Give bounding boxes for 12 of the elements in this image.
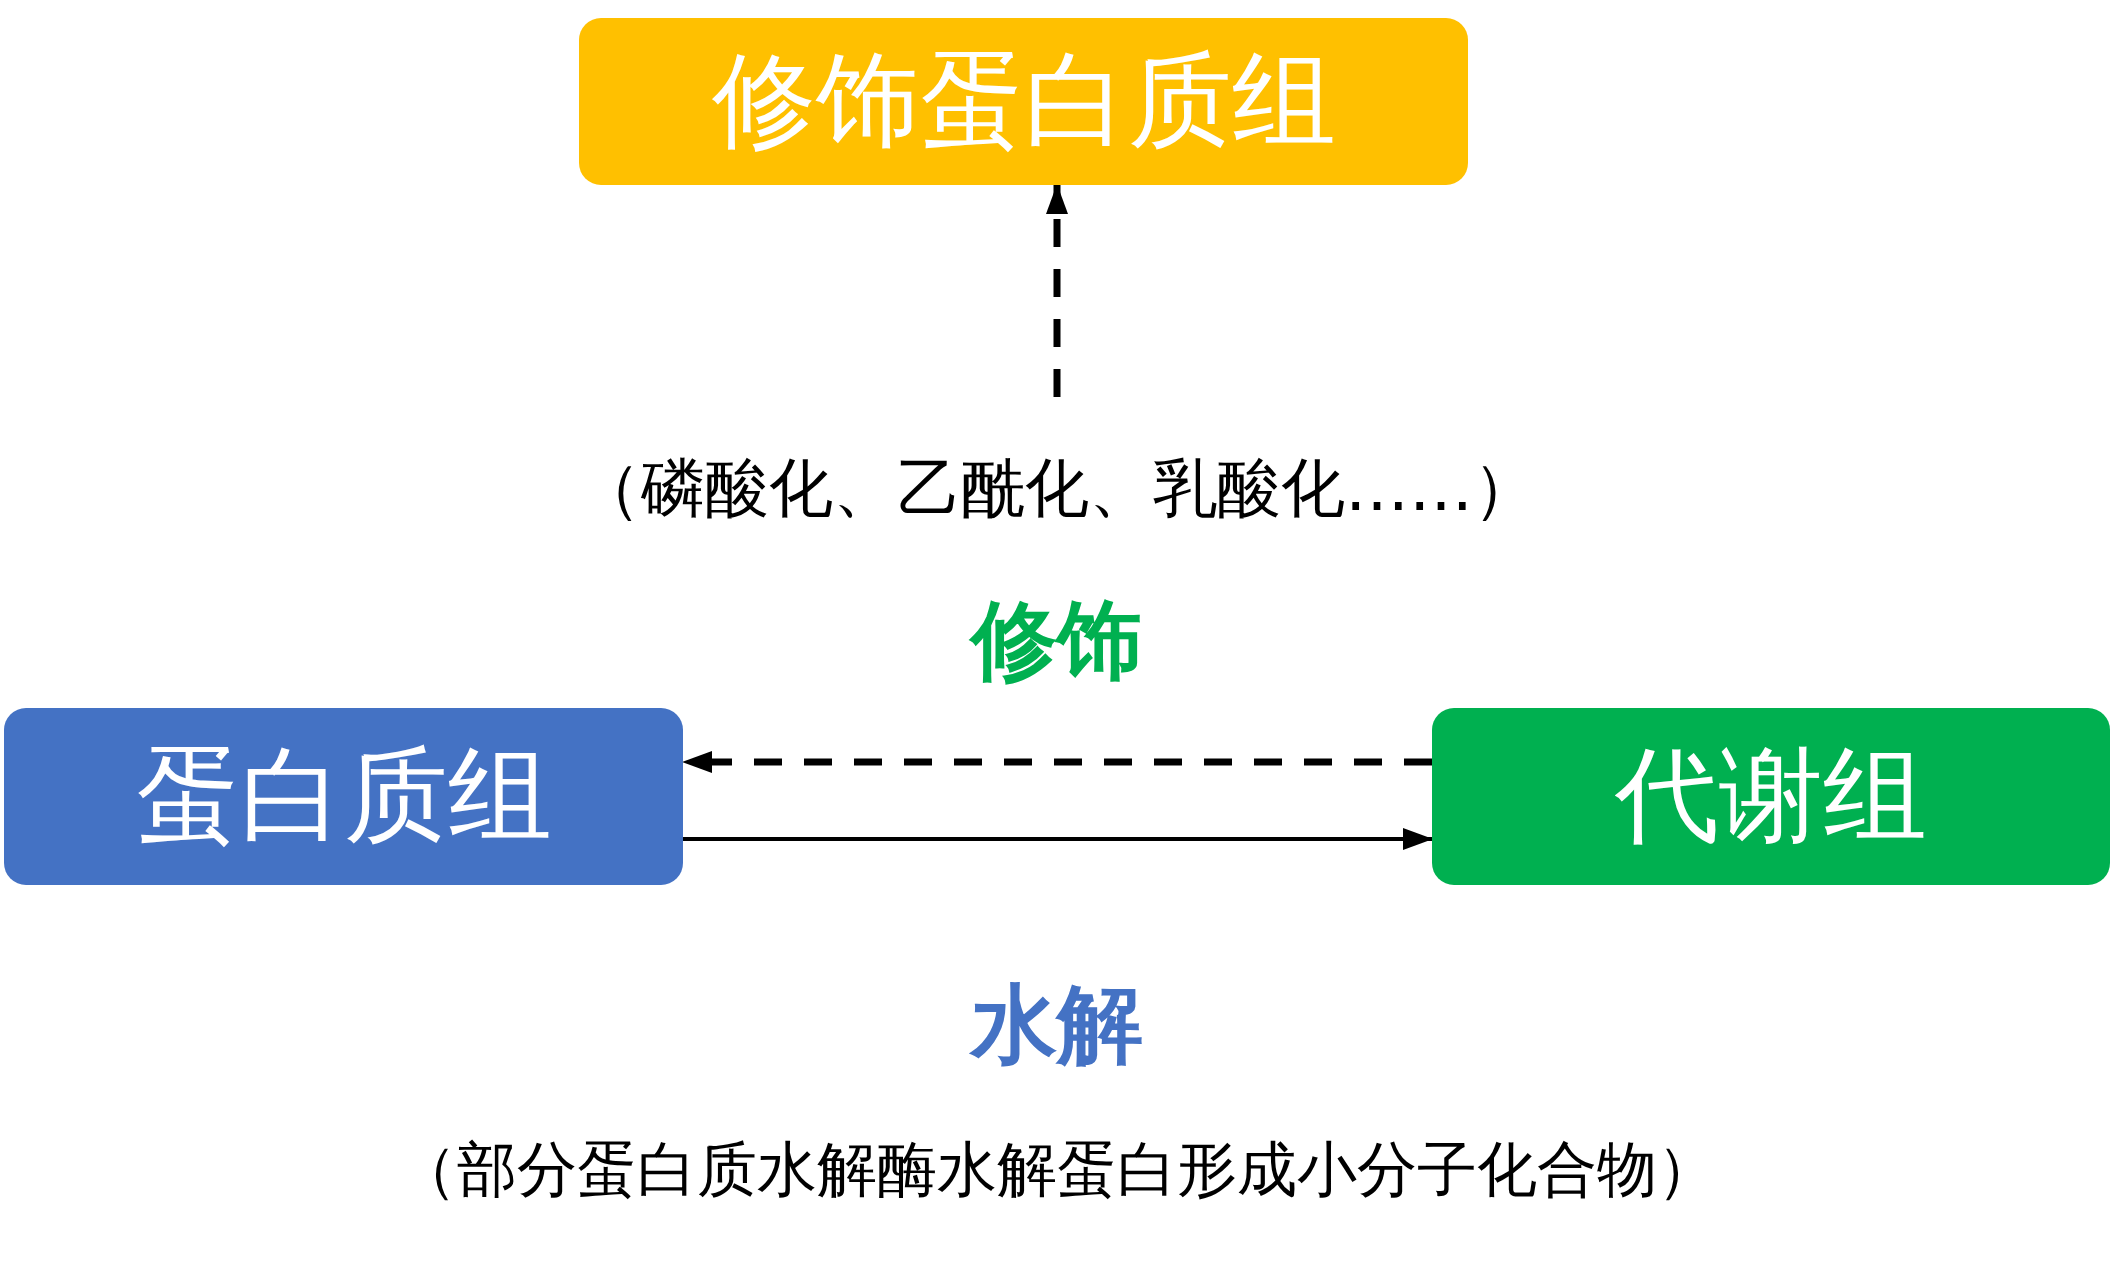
rounded-box xyxy=(579,18,1468,185)
edge-label: 修饰 xyxy=(971,592,1143,688)
note-text: （部分蛋白质水解酶水解蛋白形成小分子化合物） xyxy=(397,1136,1717,1202)
box-title: 蛋白质组 xyxy=(135,732,552,858)
edge-label: 水解 xyxy=(971,976,1143,1072)
box-title: 代谢组 xyxy=(1615,732,1927,858)
rounded-box xyxy=(1432,708,2110,885)
dashed-arrow xyxy=(682,751,1432,773)
rounded-box xyxy=(4,708,683,885)
note-text: （磷酸化、乙酰化、乳酸化……） xyxy=(577,452,1537,524)
arrow xyxy=(683,828,1433,850)
box-title: 修饰蛋白质组 xyxy=(711,37,1336,163)
